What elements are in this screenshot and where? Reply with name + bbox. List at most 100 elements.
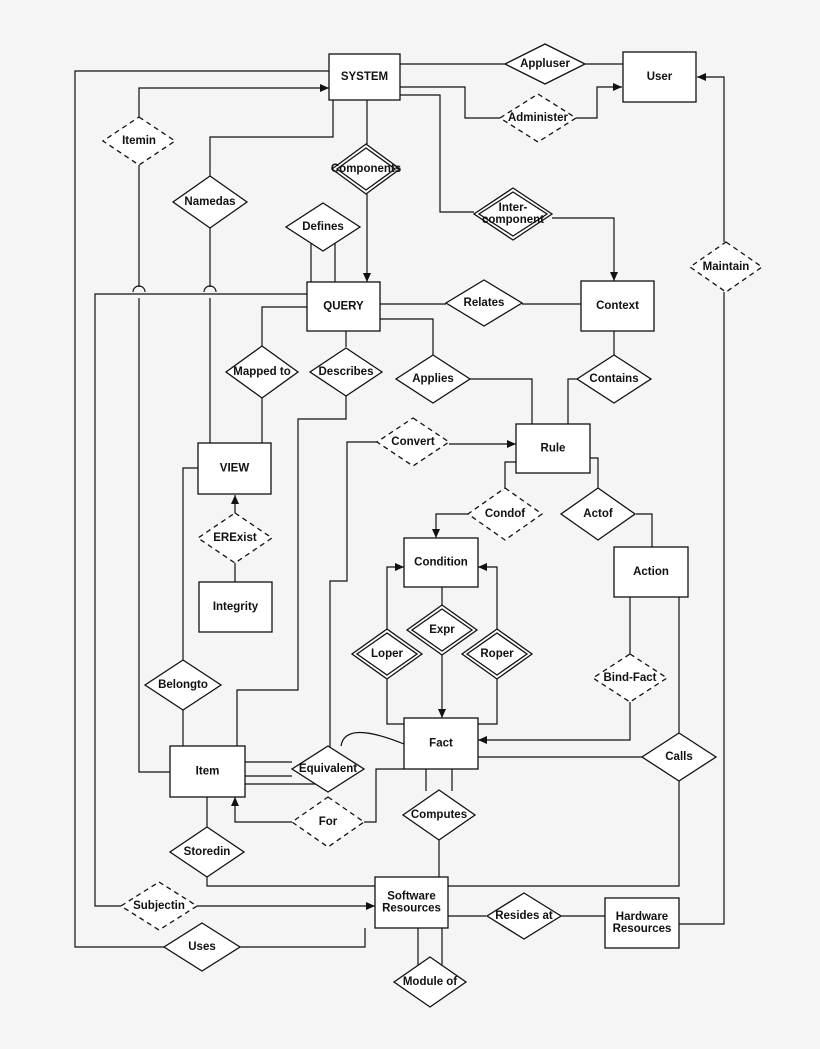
relationship-intercomponent: Inter-component <box>472 187 554 241</box>
relationship-expr: Expr <box>405 604 479 656</box>
entity-box-user <box>622 51 697 103</box>
relationship-label-describes: Describes <box>319 366 374 378</box>
relationship-belongto: Belongto <box>143 659 223 711</box>
relationship-loper: Loper <box>350 628 424 680</box>
entity-box-hardware <box>604 897 680 949</box>
diamond-computes <box>401 789 477 841</box>
entity-label-item: Item <box>196 766 220 778</box>
relationship-moduleof: Module of <box>392 956 468 1008</box>
line-contains-rule <box>567 378 584 424</box>
entity-label-integrity: Integrity <box>213 601 259 613</box>
line-maintain-user <box>697 73 725 242</box>
relationship-label-for: For <box>319 816 338 828</box>
line-roper-condition <box>478 563 498 629</box>
relationship-label-condof: Condof <box>485 508 525 520</box>
diamond-appluser <box>503 43 587 85</box>
relationship-label-residesat: Resides at <box>495 910 553 922</box>
line-for-item <box>231 797 292 823</box>
line-fact-roper <box>478 679 498 725</box>
relationship-calls: Calls <box>640 732 718 782</box>
relationship-label-roper: Roper <box>480 648 514 660</box>
entity-box-action <box>613 546 689 598</box>
relationship-contains: Contains <box>575 354 653 404</box>
diamond-residesat <box>485 892 563 940</box>
line-actof-action <box>636 513 653 547</box>
diamond-describes <box>308 347 384 397</box>
relationship-label-belongto: Belongto <box>158 679 208 691</box>
diamond-convert <box>375 417 451 467</box>
diamond-administer <box>498 93 578 143</box>
diamond-inner-loper <box>355 632 419 676</box>
diamond-erexist <box>196 512 274 564</box>
bridge-itemin <box>132 285 146 293</box>
relationship-convert: Convert <box>375 417 451 467</box>
relationship-applies: Applies <box>394 354 472 404</box>
diamond-actof <box>559 487 637 541</box>
relationship-label-computes: Computes <box>411 809 467 821</box>
relationship-roper: Roper <box>460 628 534 680</box>
diamond-itemin <box>101 116 177 166</box>
entity-query: QUERY <box>306 281 381 332</box>
relationship-itemin: Itemin <box>101 116 177 166</box>
line-itemin-system <box>138 84 329 118</box>
relationship-label-bindfact: Bind-Fact <box>603 672 656 684</box>
line-bindfact-fact <box>478 702 631 744</box>
diamond-intercomponent <box>472 187 554 241</box>
relationship-label-uses: Uses <box>188 941 216 953</box>
relationship-label-appluser: Appluser <box>520 58 570 70</box>
relationship-defines: Defines <box>284 202 362 252</box>
line-query-mappedto <box>261 306 307 346</box>
diamond-subjectin <box>119 881 199 931</box>
connector-lines <box>74 63 725 966</box>
entity-integrity: Integrity <box>198 581 273 633</box>
relationship-bindfact: Bind-Fact <box>591 653 669 703</box>
relationship-maintain: Maintain <box>688 241 764 293</box>
entity-label-system: SYSTEM <box>341 71 388 83</box>
relationship-label-expr: Expr <box>429 624 455 636</box>
entity-rule: Rule <box>515 423 591 474</box>
entity-box-view <box>197 442 272 495</box>
entity-user: User <box>622 51 697 103</box>
relationship-label-relates: Relates <box>464 297 505 309</box>
line-calls-software <box>448 781 680 887</box>
diamond-inner-expr <box>410 608 474 652</box>
entity-box-system <box>328 53 401 101</box>
relationship-label-applies: Applies <box>412 373 454 385</box>
entity-label-user: User <box>647 71 673 83</box>
relationship-label-moduleof: Module of <box>403 976 457 988</box>
relationship-uses: Uses <box>162 922 242 972</box>
diamond-moduleof <box>392 956 468 1008</box>
entity-label-view: VIEW <box>220 463 250 475</box>
entity-context: Context <box>580 280 655 332</box>
relationship-namedas: Namedas <box>171 175 249 229</box>
diamond-namedas <box>171 175 249 229</box>
relationship-label-actof: Actof <box>583 508 613 520</box>
diamond-condof <box>466 487 544 541</box>
line-system-namedas <box>209 100 334 176</box>
diamond-storedin <box>168 826 246 878</box>
diamond-applies <box>394 354 472 404</box>
relationship-components: Components <box>331 143 401 195</box>
diamond-contains <box>575 354 653 404</box>
diamond-bindfact <box>591 653 669 703</box>
line-administer-user <box>576 83 622 119</box>
entity-label-condition: Condition <box>414 557 468 569</box>
diamond-mappedto <box>224 345 300 399</box>
diamond-uses <box>162 922 242 972</box>
diamond-defines <box>284 202 362 252</box>
entity-label-query: QUERY <box>323 301 364 313</box>
relationship-label-components: Components <box>331 163 401 175</box>
relationship-label-maintain: Maintain <box>703 261 750 273</box>
relationship-condof: Condof <box>466 487 544 541</box>
entity-box-item <box>169 745 246 798</box>
bridge-namedas <box>203 285 217 293</box>
entity-item: Item <box>169 745 246 798</box>
line-system-administer <box>400 86 500 119</box>
relationship-administer: Administer <box>498 93 578 143</box>
entity-system: SYSTEM <box>328 53 401 101</box>
relationship-equivalent: Equivalent <box>290 745 366 793</box>
diamond-inner-intercomponent <box>477 191 549 237</box>
